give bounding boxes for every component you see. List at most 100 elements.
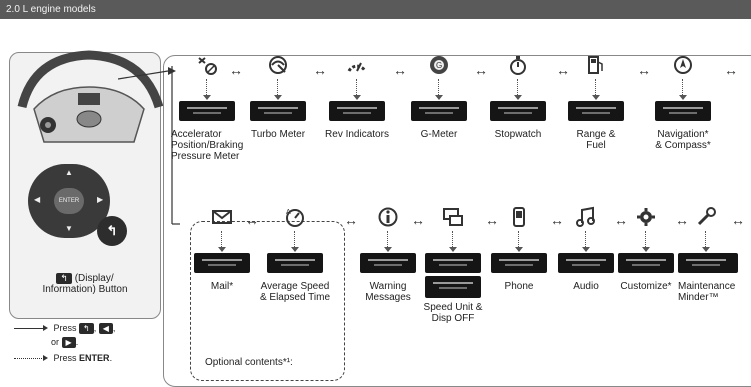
content-range-fuel: Range & Fuel <box>554 53 638 151</box>
display-preview <box>568 101 624 121</box>
down-dotted-arrow <box>217 231 226 252</box>
down-dotted-arrow <box>591 79 600 100</box>
bidirectional-arrow-icon: ↔ <box>675 212 689 228</box>
bidirectional-arrow-icon: ↔ <box>344 212 358 228</box>
down-dotted-arrow <box>581 231 590 252</box>
down-dotted-arrow <box>513 79 522 100</box>
content-maintenance-minder: Maintenance Minder™ <box>676 205 751 303</box>
legend-dotted: Press ENTER. <box>14 353 112 363</box>
content-mail: Mail* <box>180 205 264 292</box>
accelerator-icon <box>195 53 219 77</box>
display-preview <box>558 253 614 273</box>
bidirectional-arrow-icon: ↔ <box>556 62 570 78</box>
wrench-icon <box>694 205 718 229</box>
svg-text:G: G <box>436 61 442 70</box>
content-g-meter: G G-Meter <box>397 53 481 140</box>
row-link-arrow <box>171 66 180 225</box>
bidirectional-arrow-icon: ↔ <box>724 62 738 78</box>
down-dotted-arrow <box>448 231 457 252</box>
optional-contents-label: Optional contents*¹: <box>205 357 293 368</box>
content-phone: Phone <box>477 205 561 292</box>
fuel-pump-icon <box>584 53 608 77</box>
g-meter-icon: G <box>427 53 451 77</box>
down-dotted-arrow <box>273 79 282 100</box>
down-dotted-arrow <box>701 231 710 252</box>
bidirectional-arrow-icon: ↔ <box>229 62 243 78</box>
bidirectional-arrow-icon: ↔ <box>637 62 651 78</box>
bidirectional-arrow-icon: ↔ <box>550 212 564 228</box>
bidirectional-arrow-icon: ↔ <box>393 62 407 78</box>
down-dotted-arrow <box>641 231 650 252</box>
content-rev-indicators: Rev Indicators <box>315 53 399 140</box>
section-header: 2.0 L engine models <box>0 0 751 19</box>
display-preview <box>411 101 467 121</box>
section-title: 2.0 L engine models <box>6 4 96 15</box>
display-info-button-icon: ↰ <box>97 216 127 246</box>
solid-arrow-icon <box>14 325 48 332</box>
legend-solid: Press ↰, ◀, <box>14 323 115 334</box>
display-key-icon: ↰ <box>79 323 94 334</box>
display-preview <box>250 101 306 121</box>
enter-button: ENTER <box>54 188 84 214</box>
content-accelerator: Accelerator Position/Braking Pressure Me… <box>165 53 249 162</box>
down-dotted-arrow <box>514 231 523 252</box>
turbo-icon <box>266 53 290 77</box>
display-preview <box>490 101 546 121</box>
display-off-preview <box>425 276 481 298</box>
bidirectional-arrow-icon: ↔ <box>411 212 425 228</box>
display-button-caption: ↰ (Display/ Information) Button <box>42 273 128 295</box>
compass-icon <box>671 53 695 77</box>
phone-icon <box>507 205 531 229</box>
info-icon <box>376 205 400 229</box>
content-audio: Audio <box>544 205 628 292</box>
down-dotted-arrow <box>383 231 392 252</box>
display-preview <box>360 253 416 273</box>
bidirectional-arrow-icon: ↔ <box>485 212 499 228</box>
down-dotted-arrow <box>202 79 211 100</box>
content-turbo-meter: Turbo Meter <box>236 53 320 140</box>
content-warning-messages: Warning Messages <box>346 205 430 303</box>
bidirectional-arrow-icon: ↔ <box>245 212 259 228</box>
steering-switch-dpad: ▲ ▼ ◀ ▶ ENTER <box>28 164 110 238</box>
speed-unit-icon <box>441 205 465 229</box>
content-speed-unit: Speed Unit & Disp OFF <box>411 205 495 324</box>
content-navigation-compass: Navigation* & Compass* <box>641 53 725 151</box>
music-icon <box>574 205 598 229</box>
display-preview <box>618 253 674 273</box>
left-key-icon: ◀ <box>98 323 113 334</box>
settings-gear-icon <box>634 205 658 229</box>
display-preview <box>267 253 323 273</box>
display-preview <box>491 253 547 273</box>
diagram-panel: ▲ ▼ ◀ ▶ ENTER ↰ ↰ (Display/ Information)… <box>0 19 751 387</box>
display-preview <box>179 101 235 121</box>
content-stopwatch: Stopwatch <box>476 53 560 140</box>
mail-icon <box>210 205 234 229</box>
display-preview <box>425 253 481 273</box>
down-arrow-icon: ▼ <box>65 224 73 233</box>
down-dotted-arrow <box>290 231 299 252</box>
steering-wheel-icon <box>17 50 164 143</box>
down-dotted-arrow <box>352 79 361 100</box>
average-speed-icon: A <box>283 205 307 229</box>
bidirectional-arrow-icon: ↔ <box>731 212 745 228</box>
display-preview <box>329 101 385 121</box>
down-dotted-arrow <box>434 79 443 100</box>
display-preview <box>655 101 711 121</box>
svg-text:A: A <box>286 209 291 216</box>
down-dotted-arrow <box>678 79 687 100</box>
bidirectional-arrow-icon: ↔ <box>313 62 327 78</box>
dotted-arrow-icon <box>14 355 48 362</box>
legend-solid-cont: or ▶. <box>51 337 79 348</box>
rev-indicator-icon <box>345 53 369 77</box>
content-average-speed: A Average Speed & Elapsed Time <box>253 205 337 303</box>
bidirectional-arrow-icon: ↔ <box>614 212 628 228</box>
right-arrow-icon: ▶ <box>97 195 104 204</box>
stopwatch-icon <box>506 53 530 77</box>
up-arrow-icon: ▲ <box>65 168 73 177</box>
content-customize: Customize* <box>604 205 688 292</box>
display-key-icon: ↰ <box>56 273 72 284</box>
display-preview <box>678 253 738 273</box>
bidirectional-arrow-icon: ↔ <box>474 62 488 78</box>
left-arrow-icon: ◀ <box>34 195 41 204</box>
display-preview <box>194 253 250 273</box>
